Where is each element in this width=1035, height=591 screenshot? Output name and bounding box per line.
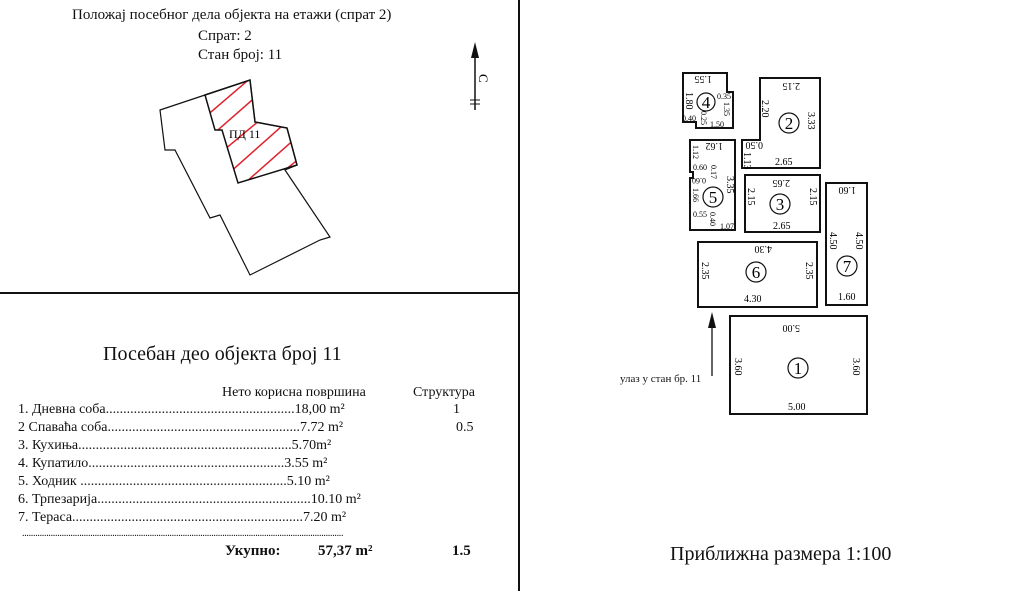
unit-label: ПД 11 [229, 127, 260, 141]
table-row: 2 Спаваћа соба..........................… [18, 420, 344, 435]
dim: 1.35 [722, 102, 731, 116]
dim: 2.15 [745, 188, 756, 206]
dim: 1.55 [695, 73, 713, 84]
dim: 0.40 [708, 212, 717, 226]
table-row: 1. Дневна соба..........................… [18, 402, 345, 417]
room-7 [825, 182, 868, 306]
dim: 2.15 [807, 188, 818, 206]
room-number-1: 1 [794, 359, 803, 378]
dim: 1.60 [839, 184, 857, 195]
separator-dots: ........................................… [22, 528, 344, 539]
room-number-5: 5 [709, 188, 718, 207]
table-row: 7. Тераса...............................… [18, 510, 347, 525]
dim: 0.60 [693, 163, 707, 172]
scale-label: Приближна размера 1:100 [670, 543, 892, 565]
apartment-label: Стан број: 11 [198, 47, 283, 63]
structure-value: 1 [453, 402, 460, 417]
dim: 2.35 [803, 262, 814, 280]
vertical-divider [518, 0, 520, 591]
dim: 1.50 [710, 120, 724, 129]
north-arrow-icon [470, 42, 480, 110]
room-number-7: 7 [843, 257, 852, 276]
room-number-4: 4 [702, 93, 711, 112]
room-6 [697, 241, 818, 308]
dim: 2.65 [773, 177, 791, 188]
dim: 3.35 [724, 176, 735, 194]
table-row: 3. Кухиња...............................… [18, 438, 332, 453]
dim: 0.60 [692, 176, 706, 185]
column-header-structure: Структура [413, 385, 476, 400]
room-4 [682, 72, 734, 129]
dim: 5.00 [783, 322, 801, 333]
section-title: Посебан део објекта број 11 [103, 343, 342, 365]
dim: 0.50 [746, 139, 764, 150]
room-2 [741, 77, 821, 169]
room-1 [729, 315, 868, 415]
floor-plan [682, 72, 868, 415]
dim: 0.17 [709, 165, 718, 179]
dimension-labels: 5.00 5.00 3.60 3.60 2.15 2.20 3.33 0.50 … [682, 73, 864, 413]
dim: 1.12 [691, 145, 700, 159]
dim: 4.30 [755, 243, 773, 254]
column-header-area: Нето корисна површина [222, 385, 366, 400]
dim: 2.65 [775, 157, 793, 168]
dim: 1.13 [741, 152, 752, 170]
table-row: 4. Купатило.............................… [18, 456, 328, 471]
room-number-3: 3 [776, 195, 785, 214]
dim: 1.07 [720, 222, 734, 231]
dim: 0.35 [717, 92, 731, 101]
dim: 2.35 [699, 262, 710, 280]
dim: 1.60 [838, 292, 856, 303]
floor-label: Спрат: 2 [198, 28, 252, 44]
room-5 [689, 139, 736, 231]
dim: 1.80 [683, 92, 694, 110]
dim: 0.25 [699, 111, 708, 125]
dim: 2.20 [759, 100, 770, 118]
dim: 4.30 [744, 294, 762, 305]
dim: 1.62 [706, 140, 724, 151]
dim: 0.55 [693, 210, 707, 219]
dim: 2.15 [783, 80, 801, 91]
entrance-label: улаз у стан бр. 11 [620, 373, 702, 385]
dim: 1.66 [691, 188, 700, 202]
table-row: 5. Ходник ..............................… [18, 474, 330, 489]
total-area: 57,37 m² [318, 543, 373, 559]
room-3 [744, 174, 821, 233]
dim: 3.60 [732, 358, 743, 376]
dim: 3.33 [805, 112, 816, 130]
table-row: 6. Трпезарија...........................… [18, 492, 361, 507]
total-label: Укупно: [225, 543, 281, 559]
north-label: С [476, 74, 491, 83]
site-plan [159, 78, 331, 276]
dim: 4.50 [853, 232, 864, 250]
dim: 0.40 [682, 114, 696, 123]
dim: 5.00 [788, 402, 806, 413]
room-number-6: 6 [752, 263, 761, 282]
dim: 3.60 [850, 358, 861, 376]
total-structure: 1.5 [452, 543, 471, 559]
dim: 4.50 [827, 232, 838, 250]
location-title: Положај посебног дела објекта на етажи (… [72, 7, 392, 23]
entrance-arrow-icon [708, 312, 716, 376]
horizontal-divider [0, 292, 519, 294]
room-number-2: 2 [785, 114, 794, 133]
dim: 2.65 [773, 221, 791, 232]
structure-value: 0.5 [456, 420, 474, 435]
